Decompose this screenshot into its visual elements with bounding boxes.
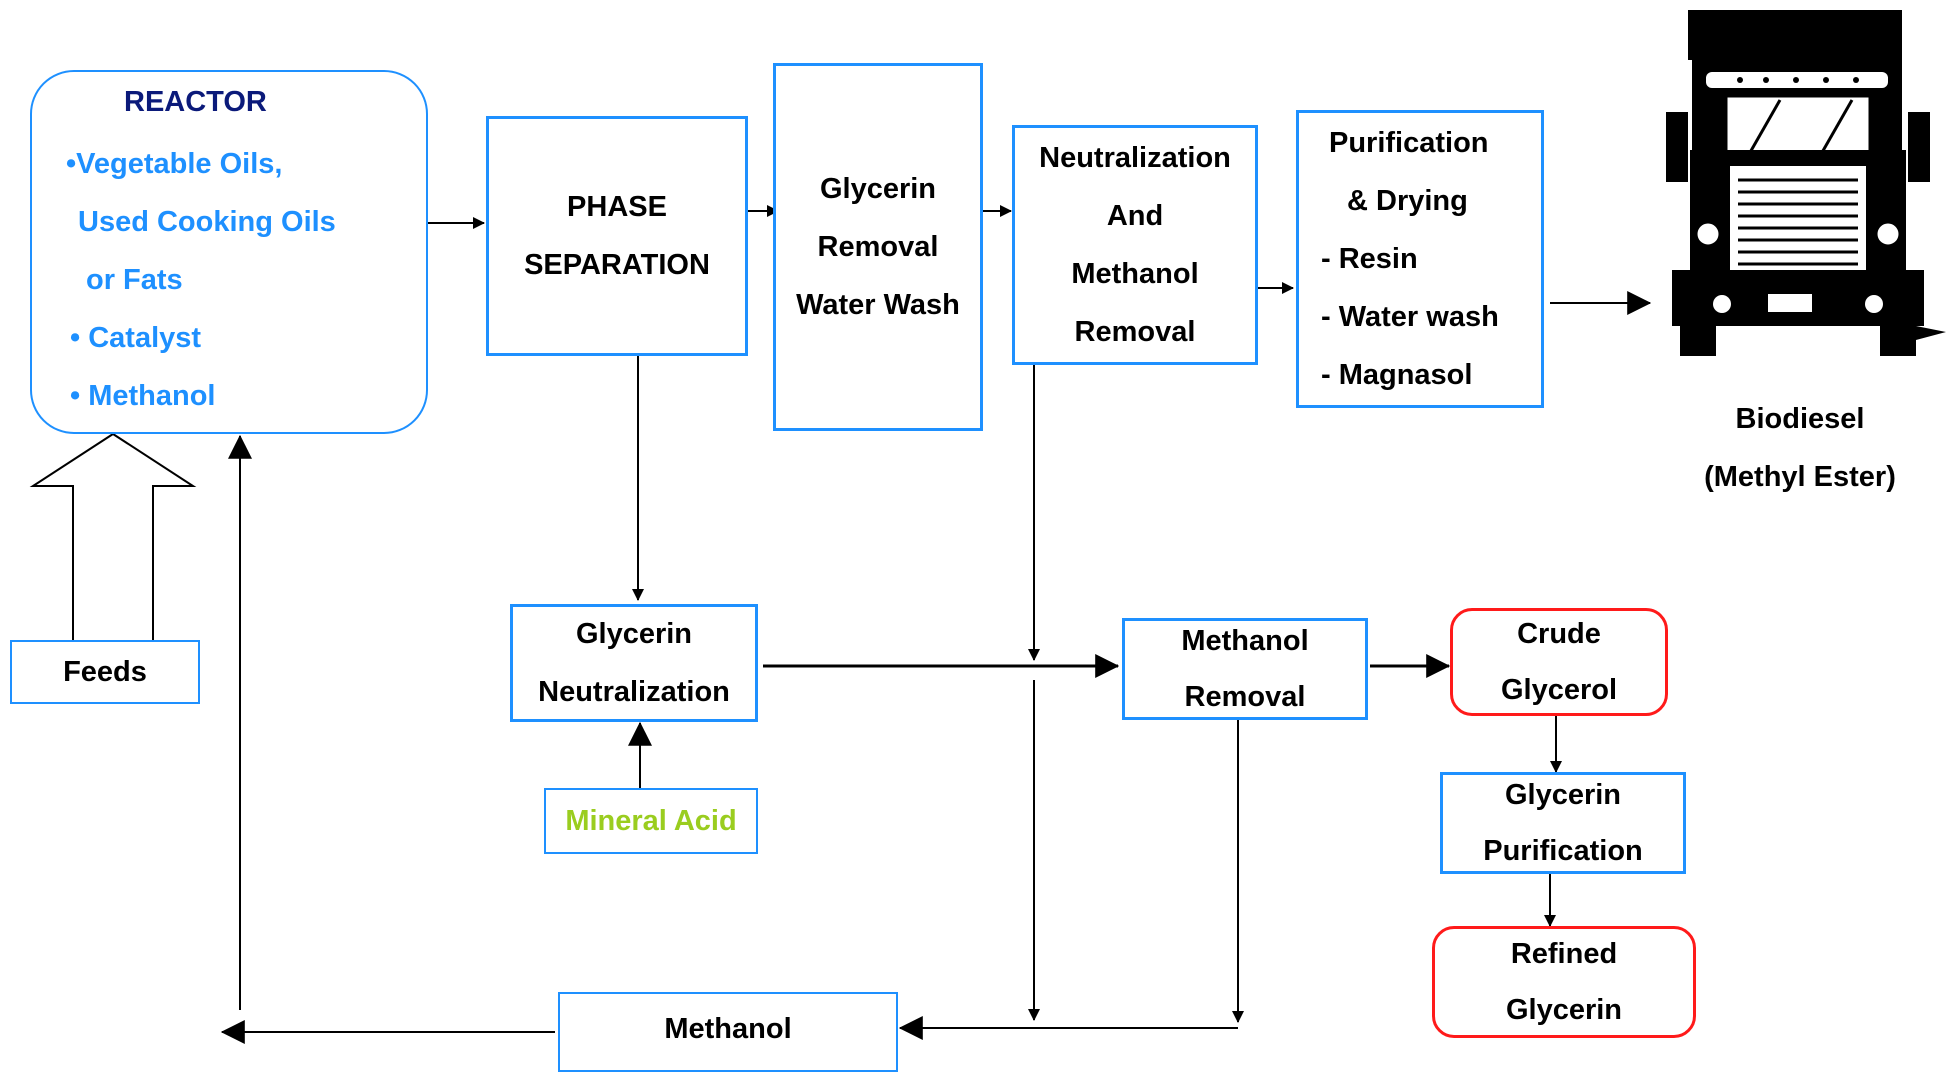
refined-glycerin-label: Glycerin: [1505, 994, 1623, 1026]
reactor-item: or Fats: [86, 264, 183, 296]
glycerin-purification-label: Glycerin: [1504, 779, 1622, 811]
methanol-recycle-box: Methanol: [558, 992, 898, 1072]
crude-glycerol-box: Crude Glycerol: [1450, 608, 1668, 716]
methanol-removal-box: Methanol Removal: [1122, 618, 1368, 720]
neutralization-box: Neutralization And Methanol Removal: [1012, 125, 1258, 365]
phase-separation-box: PHASE SEPARATION: [486, 116, 748, 356]
methanol-removal-label: Methanol: [1181, 625, 1309, 657]
neutralization-label: Neutralization: [1039, 142, 1231, 174]
biodiesel-label: Biodiesel: [1735, 403, 1865, 435]
methanol-recycle-label: Methanol: [664, 1013, 792, 1045]
purification-label: & Drying: [1347, 185, 1468, 217]
biodiesel-caption: Biodiesel (Methyl Ester): [1700, 390, 1900, 506]
refined-glycerin-box: Refined Glycerin: [1432, 926, 1696, 1038]
glycerin-removal-label: Glycerin: [819, 173, 937, 205]
phase-separation-label: PHASE: [567, 191, 667, 223]
reactor-item: •Vegetable Oils,: [66, 148, 283, 180]
feeds-box: Feeds: [10, 640, 200, 704]
crude-glycerol-label: Glycerol: [1500, 674, 1618, 706]
glycerin-neutralization-label: Neutralization: [538, 676, 730, 708]
purification-item: - Water wash: [1321, 301, 1499, 333]
glycerin-purification-label: Purification: [1483, 835, 1643, 867]
purification-item: - Resin: [1321, 243, 1418, 275]
reactor-title: REACTOR: [124, 86, 267, 118]
mineral-acid-label: Mineral Acid: [565, 805, 737, 837]
feeds-hollow-arrow: [29, 432, 197, 640]
glycerin-neutralization-label: Glycerin: [575, 618, 693, 650]
crude-glycerol-label: Crude: [1517, 618, 1601, 650]
glycerin-removal-label: Removal: [817, 231, 939, 263]
methanol-removal-label: Removal: [1184, 681, 1306, 713]
neutralization-label: Removal: [1074, 316, 1196, 348]
reactor-item: • Catalyst: [70, 322, 202, 354]
purification-label: Purification: [1329, 127, 1489, 159]
mineral-acid-box: Mineral Acid: [544, 788, 758, 854]
neutralization-label: Methanol: [1071, 258, 1199, 290]
glycerin-purification-box: Glycerin Purification: [1440, 772, 1686, 874]
feeds-label: Feeds: [63, 656, 147, 688]
reactor-item: • Methanol: [70, 380, 216, 412]
purification-box: Purification & Drying - Resin - Water wa…: [1296, 110, 1544, 408]
reactor-item: Used Cooking Oils: [78, 206, 336, 238]
glycerin-neutralization-box: Glycerin Neutralization: [510, 604, 758, 722]
truck-icon: [1666, 10, 1946, 356]
reactor-box: REACTOR •Vegetable Oils, Used Cooking Oi…: [30, 70, 428, 434]
phase-separation-label: SEPARATION: [524, 249, 710, 281]
biodiesel-label: (Methyl Ester): [1704, 461, 1896, 493]
glycerin-removal-box: Glycerin Removal Water Wash: [773, 63, 983, 431]
refined-glycerin-label: Refined: [1510, 938, 1618, 970]
glycerin-removal-label: Water Wash: [796, 289, 960, 321]
neutralization-label: And: [1106, 200, 1164, 232]
purification-item: - Magnasol: [1321, 359, 1473, 391]
